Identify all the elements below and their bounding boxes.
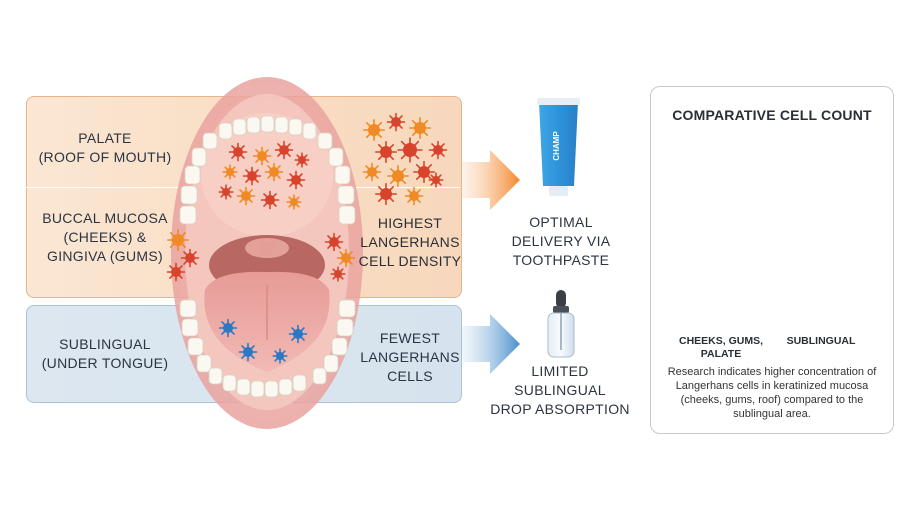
langerhans-cell bbox=[386, 112, 406, 132]
langerhans-cell bbox=[264, 162, 284, 182]
langerhans-cell bbox=[252, 146, 272, 166]
langerhans-cell bbox=[362, 119, 386, 141]
langerhans-cell bbox=[286, 194, 302, 210]
tube-brand-text: CHAMP bbox=[552, 131, 561, 161]
langerhans-cell bbox=[428, 140, 448, 160]
upper-teeth bbox=[179, 115, 356, 225]
langerhans-cell bbox=[386, 165, 410, 187]
langerhans-cell bbox=[274, 140, 294, 160]
highest-density-label: HIGHEST LANGERHANS CELL DENSITY bbox=[358, 215, 462, 269]
palate-label: PALATE (ROOF OF MOUTH) bbox=[38, 130, 172, 165]
langerhans-cell bbox=[166, 262, 186, 282]
langerhans-cell bbox=[324, 232, 344, 252]
langerhans-cell bbox=[222, 164, 238, 180]
dropper-bottle-icon bbox=[547, 290, 575, 358]
langerhans-cell bbox=[228, 142, 248, 162]
langerhans-cell bbox=[294, 152, 310, 168]
panel-title: COMPARATIVE CELL COUNT bbox=[672, 107, 872, 123]
langerhans-cell bbox=[218, 184, 234, 200]
langerhans-cell bbox=[260, 190, 280, 210]
lower-teeth bbox=[179, 299, 356, 398]
panel-note: Research indicates higher concentration … bbox=[667, 366, 877, 420]
langerhans-cell bbox=[412, 161, 436, 183]
toothpaste-arrow bbox=[462, 150, 520, 210]
fewest-cells-label: FEWEST LANGERHANS CELLS bbox=[360, 330, 460, 384]
langerhans-cell bbox=[428, 172, 444, 188]
high-density-cell-cluster bbox=[362, 112, 448, 206]
category-label-sublingual: SUBLINGUAL bbox=[786, 335, 856, 347]
palate bbox=[201, 113, 333, 237]
comparative-panel: COMPARATIVE CELL COUNT CHEEKS, GUMS, PAL… bbox=[650, 86, 894, 434]
uvula bbox=[258, 242, 276, 257]
category-label-cheeks: CHEEKS, GUMS, PALATE bbox=[678, 335, 763, 360]
palate-langerhans-cells bbox=[218, 140, 310, 210]
langerhans-cell bbox=[374, 183, 398, 205]
sublingual-langerhans-cells bbox=[218, 318, 308, 364]
langerhans-cell bbox=[286, 170, 306, 190]
langerhans-cell bbox=[288, 324, 308, 344]
buccal-gingiva-label: BUCCAL MUCOSA (CHEEKS) & GINGIVA (GUMS) bbox=[42, 210, 168, 264]
langerhans-cell bbox=[238, 342, 258, 362]
langerhans-cell bbox=[167, 229, 189, 251]
langerhans-cell bbox=[336, 248, 356, 268]
langerhans-cell bbox=[362, 162, 382, 182]
toothpaste-delivery-label: OPTIMAL DELIVERY VIA TOOTHPASTE bbox=[511, 214, 611, 268]
sublingual-label: SUBLINGUAL (UNDER TONGUE) bbox=[41, 336, 169, 371]
langerhans-cell bbox=[236, 186, 256, 206]
toothpaste-tube-icon: CHAMP bbox=[537, 98, 580, 196]
langerhans-cell bbox=[330, 266, 346, 282]
langerhans-cell bbox=[218, 318, 238, 338]
langerhans-cell bbox=[408, 117, 432, 139]
langerhans-cell bbox=[404, 186, 424, 206]
langerhans-cell bbox=[272, 348, 288, 364]
langerhans-cell bbox=[180, 248, 200, 268]
langerhans-cell bbox=[397, 137, 423, 163]
langerhans-cell bbox=[242, 166, 262, 186]
cheek-langerhans-cells bbox=[166, 229, 356, 282]
langerhans-cell bbox=[374, 141, 398, 163]
sublingual-drop-arrow bbox=[462, 314, 520, 374]
drop-absorption-label: LIMITED SUBLINGUAL DROP ABSORPTION bbox=[490, 363, 630, 417]
